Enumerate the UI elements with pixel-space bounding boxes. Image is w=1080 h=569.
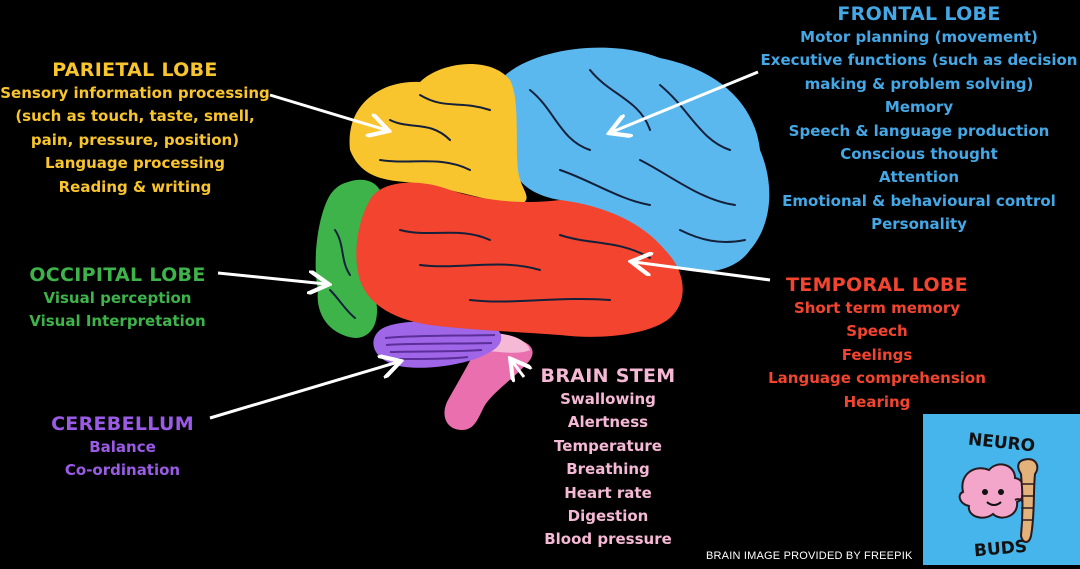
frontal-lobe-block: FRONTAL LOBE Motor planning (movement) E… bbox=[758, 2, 1080, 237]
cerebellum-title: CEREBELLUM bbox=[51, 413, 194, 435]
neuro-buds-logo-art: NEURO BUDS bbox=[923, 414, 1080, 565]
frontal-lobe-shape bbox=[498, 47, 770, 272]
brain-stem-function: Heart rate bbox=[564, 483, 652, 502]
occipital-lobe-title: OCCIPITAL LOBE bbox=[29, 264, 206, 286]
temporal-function: Feelings bbox=[841, 345, 913, 364]
temporal-function: Speech bbox=[846, 322, 908, 341]
brain-stem-function: Blood pressure bbox=[544, 530, 672, 549]
temporal-arrow bbox=[634, 262, 771, 282]
brain-stem-block: BRAIN STEM Swallowing Alertness Temperat… bbox=[528, 364, 688, 552]
parietal-lobe-block: PARIETAL LOBE Sensory information proces… bbox=[0, 58, 270, 199]
frontal-function: Motor planning (movement) bbox=[800, 28, 1038, 46]
temporal-lobe-shape bbox=[356, 182, 683, 337]
brain-stem-function: Digestion bbox=[567, 507, 649, 526]
parietal-lobe-functions: Sensory information processing (such as … bbox=[0, 82, 270, 199]
parietal-function: Sensory information processing bbox=[0, 84, 270, 102]
svg-text:BUDS: BUDS bbox=[973, 537, 1028, 562]
brain-stem-function: Breathing bbox=[566, 460, 650, 479]
temporal-lobe-block: TEMPORAL LOBE Short term memory Speech F… bbox=[768, 273, 986, 414]
frontal-function: Personality bbox=[871, 215, 967, 234]
cerebellum-function: Co-ordination bbox=[64, 461, 181, 480]
occipital-arrow bbox=[217, 273, 326, 284]
parietal-arrow bbox=[269, 93, 386, 130]
frontal-function: Conscious thought bbox=[840, 145, 998, 164]
frontal-function: Executive functions (such as decision bbox=[760, 51, 1078, 70]
image-credit: BRAIN IMAGE PROVIDED BY FREEPIK bbox=[706, 550, 913, 562]
brain-stem-function: Alertness bbox=[567, 413, 649, 432]
parietal-function: pain, pressure, position) bbox=[30, 130, 240, 149]
frontal-function: Memory bbox=[884, 98, 954, 117]
neuro-buds-logo: NEURO BUDS bbox=[923, 414, 1080, 565]
occipital-lobe-block: OCCIPITAL LOBE Visual perception Visual … bbox=[20, 263, 215, 334]
temporal-function: Short term memory bbox=[793, 299, 961, 317]
temporal-function: Language comprehension bbox=[768, 369, 986, 388]
parietal-lobe-shape bbox=[349, 63, 527, 205]
parietal-function: (such as touch, taste, smell, bbox=[15, 107, 255, 126]
frontal-lobe-title: FRONTAL LOBE bbox=[837, 3, 1001, 25]
brain-stem-arrow bbox=[512, 361, 524, 377]
occipital-function: Visual perception bbox=[43, 289, 192, 307]
frontal-function: Speech & language production bbox=[788, 121, 1050, 140]
temporal-lobe-title: TEMPORAL LOBE bbox=[786, 274, 968, 296]
cerebellum-arrow bbox=[209, 362, 398, 420]
brain-stem-function: Swallowing bbox=[560, 390, 656, 408]
parietal-function: Language processing bbox=[45, 154, 225, 173]
frontal-arrow bbox=[612, 70, 759, 132]
frontal-function: Emotional & behavioural control bbox=[782, 191, 1056, 210]
brain-stem-function: Temperature bbox=[554, 436, 662, 455]
frontal-function: making & problem solving) bbox=[804, 74, 1034, 93]
parietal-lobe-title: PARIETAL LOBE bbox=[52, 59, 218, 81]
parietal-function: Reading & writing bbox=[58, 177, 212, 196]
occipital-function: Visual Interpretation bbox=[29, 312, 206, 331]
temporal-function: Hearing bbox=[843, 392, 911, 411]
frontal-function: Attention bbox=[878, 168, 960, 187]
cerebellum-block: CEREBELLUM Balance Co-ordination bbox=[40, 412, 205, 483]
brain-stem-title: BRAIN STEM bbox=[540, 365, 676, 387]
cerebellum-function: Balance bbox=[89, 438, 156, 456]
